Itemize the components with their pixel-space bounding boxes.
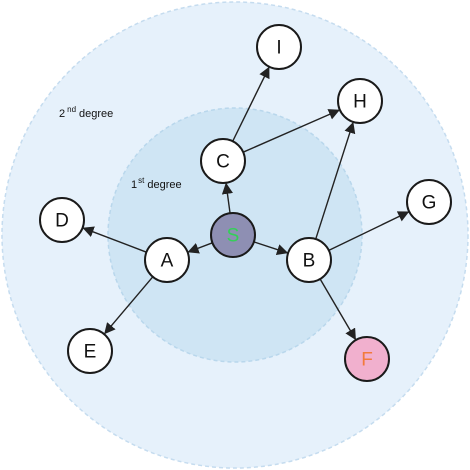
second-degree-word: degree <box>79 108 113 120</box>
node-b-circle <box>286 237 332 283</box>
node-g-circle <box>406 179 452 225</box>
node-f-circle <box>344 336 390 382</box>
edge-a-to-e <box>104 276 154 335</box>
node-a-circle <box>144 237 190 283</box>
node-a: A <box>144 237 190 283</box>
node-e-circle <box>67 328 113 374</box>
node-f: F <box>344 336 390 382</box>
node-g: G <box>406 179 452 225</box>
node-b: B <box>286 237 332 283</box>
edge-s-to-c <box>221 182 233 214</box>
node-h: H <box>337 78 383 124</box>
node-d-circle <box>39 197 85 243</box>
node-e-label: E <box>84 342 97 363</box>
edge-b-to-f <box>319 278 356 341</box>
node-s: S <box>210 212 256 258</box>
first-degree-number: 1 <box>131 179 137 191</box>
node-b-label: B <box>303 251 316 272</box>
edge-a-to-d <box>82 226 147 253</box>
edge-c-to-h <box>242 109 340 153</box>
node-a-label: A <box>161 251 174 272</box>
first-degree-word: degree <box>147 179 181 191</box>
edge-s-to-a <box>187 242 213 254</box>
edge-b-to-g <box>328 211 410 252</box>
edge-c-to-i <box>232 66 270 142</box>
edge-s-to-b <box>253 241 289 255</box>
node-e: E <box>67 328 113 374</box>
second-degree-suffix: nd <box>67 105 76 114</box>
node-i-circle <box>256 24 302 70</box>
first-degree-suffix: st <box>138 176 145 185</box>
node-g-label: G <box>422 193 437 214</box>
node-i-label: I <box>276 38 281 59</box>
node-d-label: D <box>55 211 69 232</box>
edges-layer <box>82 66 410 341</box>
node-d: D <box>39 197 85 243</box>
node-h-label: H <box>353 92 367 113</box>
node-h-circle <box>337 78 383 124</box>
node-c-circle <box>200 138 246 184</box>
node-c: C <box>200 138 246 184</box>
second-degree-number: 2 <box>59 108 65 120</box>
nodes-layer: S A B C D E F G H I <box>39 24 452 382</box>
node-f-label: F <box>361 350 373 371</box>
node-s-label: S <box>227 226 240 247</box>
edge-b-to-h <box>315 121 356 240</box>
node-c-label: C <box>216 152 230 173</box>
node-s-circle <box>210 212 256 258</box>
node-i: I <box>256 24 302 70</box>
